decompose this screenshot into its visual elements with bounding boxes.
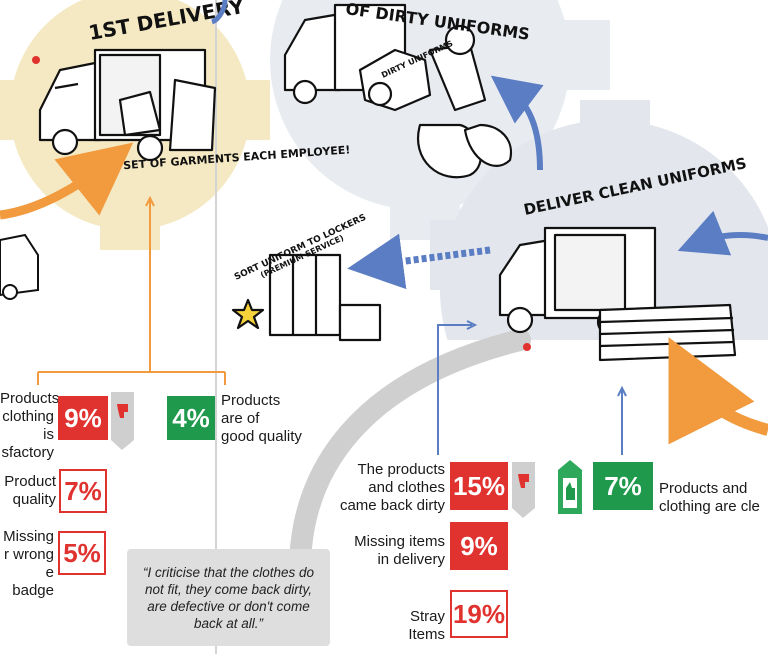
connector-orange	[37, 200, 226, 385]
truck-first-delivery	[38, 48, 217, 162]
quote-box: “I criticise that the clothes do not fit…	[127, 549, 330, 646]
thumbs-down-icon-2	[512, 462, 535, 518]
thumbs-up-icon	[558, 460, 582, 514]
arrow-blue-dashed	[347, 233, 491, 290]
arrow-blue-right	[677, 210, 768, 256]
connector-blue	[437, 324, 623, 455]
truck-delivery-clean	[498, 226, 737, 362]
truck-small-left	[0, 233, 39, 300]
connector-orange-arrowhead	[145, 195, 155, 207]
connector-blue-arrowhead-2	[617, 385, 627, 397]
badge-unsatisfactory: 9%	[58, 396, 108, 440]
label-missing-items: Missing items in delivery	[354, 533, 445, 568]
arrow-orange-left	[0, 142, 134, 220]
label-came-back-dirty: The products and clothes came back dirty	[339, 461, 445, 514]
label-product-quality: Product quality	[4, 473, 56, 508]
connector-blue-arrowhead-1	[466, 320, 478, 330]
red-dot-left	[32, 56, 40, 64]
badge-good-quality: 4%	[167, 396, 215, 440]
arrow-blue-up	[490, 75, 544, 171]
arrow-orange-right	[668, 337, 768, 445]
badge-came-back-dirty: 15%	[450, 462, 508, 510]
lockers-illustration	[231, 253, 382, 342]
badge-stray-items: 19%	[450, 590, 508, 638]
badge-name-badge: 5%	[58, 531, 106, 575]
badge-product-quality: 7%	[59, 469, 107, 513]
quote-text: “I criticise that the clothes do not fit…	[142, 564, 315, 631]
label-name-badge: Missing r wrong e badge	[3, 528, 54, 599]
truck-pickup	[283, 3, 513, 179]
badge-clean: 7%	[593, 462, 653, 510]
red-dot-right	[523, 343, 531, 351]
arrow-blue-top	[210, 0, 228, 25]
label-clean: Products and clothing are cle	[659, 480, 760, 515]
thumbs-down-icon	[111, 392, 134, 450]
badge-missing-items: 9%	[450, 522, 508, 570]
label-stray-items: Stray Items	[408, 608, 445, 643]
swoosh-grey	[289, 329, 531, 581]
label-good-quality: Products are of good quality	[221, 392, 302, 445]
label-unsatisfactory: Products clothing is sfactory	[0, 390, 60, 461]
